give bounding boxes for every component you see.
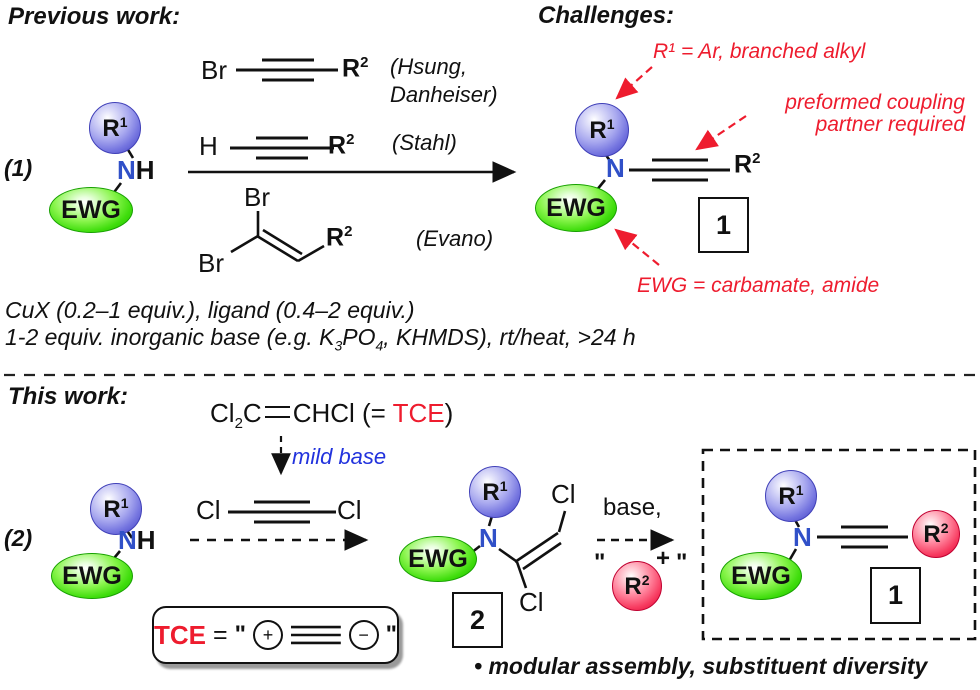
compound-2-box: 2 — [452, 592, 503, 648]
bromoalkyne-br-label: Br — [201, 55, 227, 85]
terminal-alkyne-r2-label: R2 — [328, 131, 355, 160]
dibromoalkene-br-top-label: Br — [244, 182, 270, 212]
attribution-stahl: (Stahl) — [392, 130, 457, 155]
modular-assembly-note: • modular assembly, substituent diversit… — [474, 653, 928, 679]
quote-close: " — [385, 621, 397, 648]
challenges-heading: Challenges: — [538, 2, 675, 29]
coupling-r2-sphere: R2 — [612, 561, 662, 611]
nitrogen-atom: N — [117, 155, 136, 185]
intermediate-cl-bottom-label: Cl — [519, 587, 544, 617]
eq1-product-n-label: N — [606, 153, 625, 183]
conditions-line2: 1-2 equiv. inorganic base (e.g. K3PO4, K… — [5, 324, 636, 354]
conditions-line1: CuX (0.2–1 equiv.), ligand (0.4–2 equiv.… — [5, 297, 415, 323]
dca-cl-left-label: Cl — [196, 495, 221, 525]
dibromoalkene-r2-label: R2 — [326, 223, 353, 252]
eq2-label: (2) — [4, 525, 33, 551]
eq2-reactant-nh-label: NH — [118, 525, 156, 555]
eq1-reactant-nh-label: NH — [117, 155, 155, 185]
eq1-label: (1) — [4, 155, 33, 181]
eq2-reactant-ewg-ellipse: EWG — [51, 553, 133, 599]
intermediate-r1-sphere: R1 — [469, 466, 521, 518]
eq1-dibromoalkene-bonds — [230, 211, 325, 263]
quote-close: " — [676, 549, 688, 576]
tce-abbreviation: TCE — [392, 398, 445, 428]
eq1-product-ewg-ellipse: EWG — [535, 184, 617, 232]
this-work-heading: This work: — [8, 383, 129, 410]
attribution-danheiser: Danheiser) — [390, 82, 498, 107]
base-label: base, — [603, 494, 662, 521]
quote-open: " — [234, 621, 246, 648]
plus-sign: + — [656, 545, 671, 572]
quote-open: " — [594, 549, 606, 576]
eq2-product-ewg-ellipse: EWG — [720, 552, 802, 600]
terminal-alkyne-h-label: H — [199, 131, 218, 161]
compound-1-box-product: 1 — [870, 567, 921, 624]
previous-work-heading: Previous work: — [8, 3, 181, 30]
triple-bond-icon — [290, 625, 341, 645]
double-bond-glyph — [264, 406, 290, 418]
bromoalkyne-r2-label: R2 — [342, 54, 369, 83]
mild-base-label: mild base — [292, 444, 387, 469]
dibromoalkene-br-bottom-label: Br — [198, 248, 224, 278]
nitrogen-atom: N — [118, 525, 137, 555]
r1-challenge-note: R¹ = Ar, branched alkyl — [653, 40, 866, 63]
eq1-product-r2-label: R2 — [734, 150, 761, 179]
coupling-challenge-note-line1: preformed coupling — [785, 91, 965, 114]
eq1-product-r1-sphere: R1 — [575, 103, 629, 157]
eq1-bromoalkyne-triple-bond — [236, 58, 338, 82]
attribution-hsung: (Hsung, — [390, 54, 468, 79]
intermediate-cl-top-label: Cl — [551, 479, 576, 509]
coupling-challenge-note-line2: partner required — [815, 113, 965, 136]
plus-circle-icon: + — [253, 620, 283, 650]
eq1-terminal-alkyne-triple-bond — [230, 136, 334, 160]
eq2-product-r1-sphere: R1 — [765, 470, 817, 522]
eq1-reactant-r1-sphere: R1 — [89, 102, 141, 154]
ewg-challenge-note: EWG = carbamate, amide — [637, 274, 880, 297]
eq2-reactant-r1-sphere: R1 — [90, 483, 142, 535]
eq2-product-r2-sphere: R2 — [912, 510, 960, 558]
minus-circle-icon: − — [348, 620, 379, 650]
intermediate-ewg-ellipse: EWG — [399, 536, 477, 582]
dichloroacetylene-triple-bond — [228, 500, 336, 524]
attribution-evano: (Evano) — [416, 226, 494, 251]
tce-definition-box: TCE = " + − " — [152, 606, 399, 664]
dca-cl-right-label: Cl — [337, 495, 362, 525]
intermediate-n-label: N — [479, 523, 498, 553]
eq1-reactant-ewg-ellipse: EWG — [49, 187, 133, 233]
compound-1-box: 1 — [698, 197, 749, 253]
eq2-product-n-label: N — [793, 522, 812, 552]
tce-label: TCE — [154, 619, 206, 650]
